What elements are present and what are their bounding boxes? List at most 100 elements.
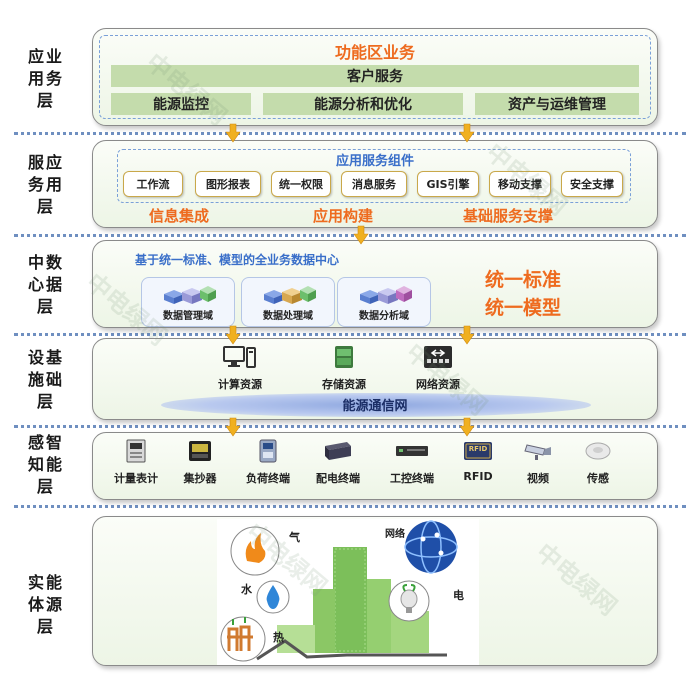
app-item-energy-monitoring: 能源监控	[111, 93, 251, 115]
energy-entity-illustration	[217, 519, 479, 665]
layer-label-line: 中数	[27, 253, 64, 272]
app-layer-frame	[99, 35, 651, 119]
sense-device-label: 配电终端	[316, 472, 360, 485]
layer-label-service: 服应 务用 层	[10, 140, 82, 230]
sense-device-collector: 集抄器	[167, 439, 233, 486]
entity-label-water: 水	[241, 583, 252, 596]
load-terminal-icon	[259, 439, 277, 463]
heat-pipes-icon	[220, 616, 266, 662]
service-info-integration: 信息集成	[149, 207, 210, 225]
layer-label-line: 层	[36, 392, 55, 411]
storage-icon	[335, 346, 353, 368]
network-globe-icon	[404, 520, 458, 574]
data-layer-title: 基于统一标准、模型的全业务数据中心	[135, 253, 340, 267]
layer-label-line: 务用	[27, 175, 64, 194]
sense-device-label: 计量表计	[114, 472, 158, 485]
layer-label-app: 应业 用务 层	[10, 34, 82, 124]
entity-label-electric: 电	[453, 589, 464, 602]
computer-icon	[223, 346, 256, 368]
service-component-frame	[117, 149, 631, 203]
entity-label-gas: 气	[289, 531, 300, 544]
chip-message-service: 消息服务	[341, 171, 407, 197]
sense-device-label: 负荷终端	[246, 472, 290, 485]
city-buildings-icon	[256, 547, 447, 661]
chip-graphic-report: 图形报表	[195, 171, 261, 197]
infra-resource-compute: 计算资源	[207, 345, 273, 392]
app-layer-panel: 功能区业务 客户服务 能源监控 能源分析和优化 资产与运维管理	[92, 28, 658, 126]
energy-communication-network-label: 能源通信网	[342, 399, 408, 414]
chip-gis-engine: GIS引擎	[417, 171, 479, 197]
layer-label-line: 层	[36, 477, 55, 496]
layer-label-line: 层	[36, 91, 55, 110]
layer-label-line: 应业	[27, 47, 64, 66]
energy-communication-cloud	[161, 393, 591, 417]
layer-separator	[14, 425, 686, 428]
water-drop-icon	[256, 580, 290, 614]
entity-label-network: 网络	[385, 529, 405, 540]
sense-device-label: RFID	[463, 470, 493, 483]
data-cubes-icon	[264, 286, 316, 304]
service-app-build: 应用构建	[313, 207, 374, 225]
sense-device-sensor: 传感	[565, 439, 631, 486]
data-domain-label: 数据管理域	[163, 311, 213, 322]
layer-label-line: 层	[36, 197, 55, 216]
infra-resource-label: 计算资源	[218, 378, 262, 391]
entity-label-heat: 热	[273, 631, 284, 644]
network-switch-icon	[424, 346, 452, 368]
service-layer-panel: 应用服务组件 工作流 图形报表 统一权限 消息服务 GIS引擎 移动支撑 安全支…	[92, 140, 658, 228]
entity-layer-panel: 气 网络 水 电 热	[92, 516, 658, 666]
layer-separator	[14, 234, 686, 237]
data-domain-label: 数据分析域	[359, 311, 409, 322]
chip-security-support: 安全支撑	[561, 171, 623, 197]
layer-separator	[14, 333, 686, 336]
layer-label-infra: 设基 施础 层	[10, 338, 82, 422]
electric-bulb-icon	[388, 580, 430, 622]
layer-label-data: 中数 心据 层	[10, 240, 82, 330]
service-base-support: 基础服务支撑	[463, 207, 554, 225]
data-domain-processing: 数据处理域	[241, 277, 335, 327]
layer-label-line: 层	[36, 297, 55, 316]
sensor-icon	[585, 442, 611, 460]
service-layer-title: 应用服务组件	[335, 154, 414, 169]
layer-label-line: 服应	[27, 153, 64, 172]
industrial-terminal-icon	[396, 446, 428, 456]
layer-label-line: 体源	[27, 595, 64, 614]
layer-label-line: 设基	[27, 348, 64, 367]
distribution-terminal-icon	[325, 442, 351, 460]
sense-device-load-terminal: 负荷终端	[235, 439, 301, 486]
sense-layer-panel: 计量表计 集抄器 负荷终端 配电终端 工控终端 RFID	[92, 432, 658, 500]
chip-unified-permission: 统一权限	[271, 171, 331, 197]
layer-label-sense: 感智 知能 层	[10, 428, 82, 502]
app-layer-title: 功能区业务	[334, 43, 415, 62]
infra-resource-storage: 存储资源	[311, 345, 377, 392]
layer-label-line: 知能	[27, 455, 64, 474]
sense-device-label: 视频	[527, 472, 549, 485]
infra-resource-label: 网络资源	[416, 378, 460, 391]
sense-device-label: 传感	[587, 472, 609, 485]
data-cubes-icon	[360, 286, 412, 304]
app-item-energy-analysis: 能源分析和优化	[263, 93, 463, 115]
sense-device-industrial-terminal: 工控终端	[379, 439, 445, 486]
layer-label-line: 施础	[27, 370, 64, 389]
layer-separator	[14, 132, 686, 135]
app-item-asset-management: 资产与运维管理	[475, 93, 639, 115]
data-side-unified-standard: 统一标准	[485, 269, 562, 291]
layer-label-line: 心据	[27, 275, 64, 294]
layer-label-line: 用务	[27, 69, 64, 88]
infra-resource-network: 网络资源	[405, 345, 471, 392]
layer-label-line: 感智	[27, 433, 64, 452]
gas-flame-icon	[230, 526, 280, 576]
data-layer-panel: 基于统一标准、模型的全业务数据中心 数据管理域 数据处理域 数据分析域 统一标准…	[92, 240, 658, 328]
customer-service-bar: 客户服务	[111, 65, 639, 87]
sense-device-meter: 计量表计	[103, 439, 169, 486]
data-cubes-icon	[164, 286, 216, 304]
sense-device-distribution-terminal: 配电终端	[305, 439, 371, 486]
data-domain-management: 数据管理域	[141, 277, 235, 327]
chip-workflow: 工作流	[123, 171, 183, 197]
sense-device-label: 集抄器	[183, 472, 217, 485]
layer-label-line: 实能	[27, 573, 64, 592]
infra-layer-panel: 计算资源 存储资源 网络资源 能源通信网	[92, 338, 658, 420]
sense-device-rfid: RFID RFID	[445, 439, 511, 483]
layer-label-entity: 实能 体源 层	[10, 530, 82, 680]
rfid-tag-text: RFID	[468, 445, 488, 453]
